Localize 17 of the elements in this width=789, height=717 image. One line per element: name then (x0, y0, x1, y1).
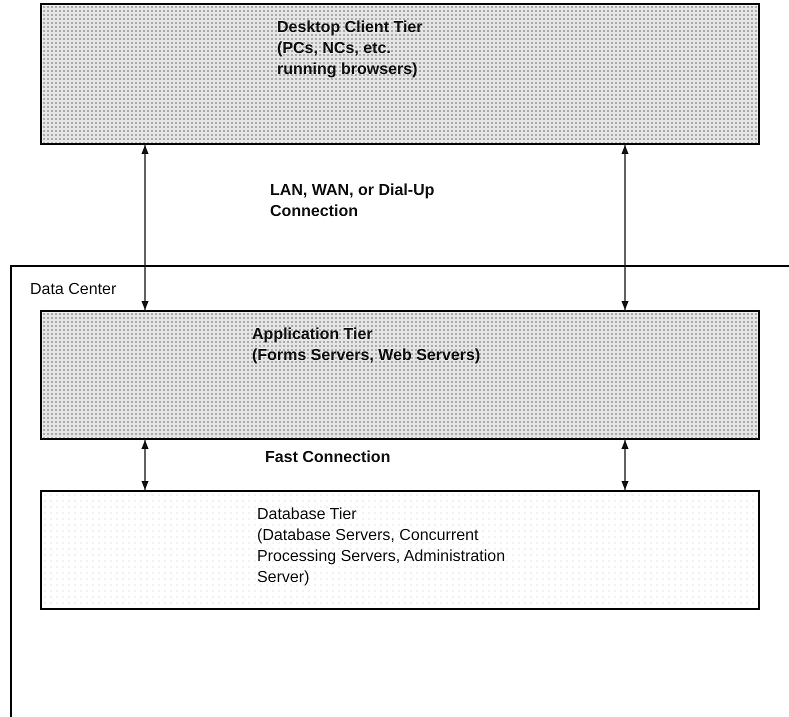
data-center-region (10, 265, 789, 717)
connector-arrow (141, 145, 149, 310)
tier-box (40, 310, 760, 440)
tier-box (40, 490, 760, 610)
region-label: Data Center (30, 280, 118, 300)
tier-box (40, 3, 760, 145)
tier-description: (PCs, NCs, etc. running browsers) (277, 39, 418, 80)
tier-title: Application Tier (252, 325, 374, 345)
tier-description: (Database Servers, Concurrent Processing Servers, Administration Server) (257, 526, 506, 588)
connector-arrow (621, 145, 629, 310)
connector-arrow (621, 440, 629, 490)
tier-description: (Forms Servers, Web Servers) (252, 346, 482, 366)
tier-title: Database Tier (257, 505, 358, 525)
connection-label: Fast Connection (265, 448, 392, 468)
tier-title: Desktop Client Tier (277, 18, 424, 38)
connection-label: LAN, WAN, or Dial-Up Connection (270, 181, 436, 222)
connector-arrow (141, 440, 149, 490)
